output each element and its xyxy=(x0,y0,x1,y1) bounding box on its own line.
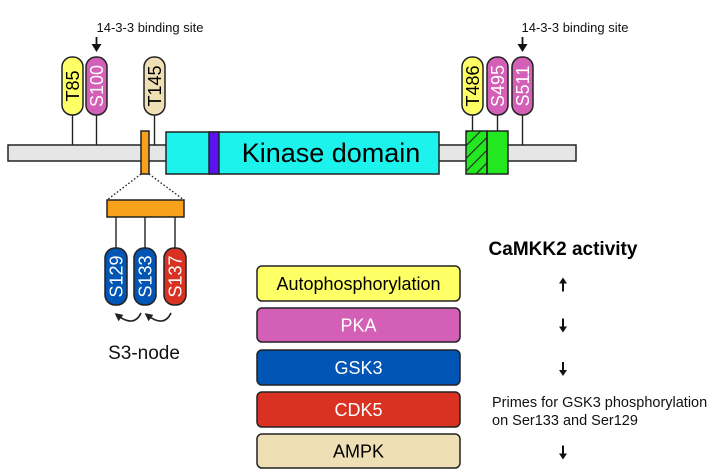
legend-box xyxy=(256,307,461,343)
down-arrow-icon xyxy=(91,37,102,52)
site-pin-s511: S511 xyxy=(511,56,534,116)
site-pin-s129: S129 xyxy=(104,247,128,306)
kinase-domain-label: Kinase domain xyxy=(242,138,421,168)
legend-box xyxy=(256,349,461,386)
legend-box-label: CDK5 xyxy=(334,400,382,420)
site-label: S100 xyxy=(87,65,107,107)
site-pin-s495: S495 xyxy=(486,56,509,116)
site-label: T85 xyxy=(63,70,83,101)
site-pin-s137: S137 xyxy=(163,247,187,306)
site-pin-body xyxy=(61,56,84,116)
site-label: S137 xyxy=(165,255,185,297)
legend-row-autophosphorylation: Autophosphorylation xyxy=(256,265,567,302)
s3-node-label: S3-node xyxy=(108,343,180,364)
legend-box xyxy=(256,265,461,302)
site-pin-s100: S100 xyxy=(85,56,108,116)
legend-row-gsk3: GSK3 xyxy=(256,349,567,386)
site-pin-body xyxy=(104,247,128,306)
activity-arrow-icon xyxy=(559,362,567,376)
legend-row-pka: PKA xyxy=(256,307,567,343)
site-pin-t85: T85 xyxy=(61,56,84,116)
site-pin-body xyxy=(143,56,166,116)
priming-curved-arrow-icon xyxy=(114,312,142,322)
legend-box-label: GSK3 xyxy=(334,358,382,378)
site-pin-t486: T486 xyxy=(461,56,484,116)
s3-region xyxy=(140,130,150,175)
site-stems-top xyxy=(71,115,524,145)
legend-box xyxy=(256,433,461,469)
site-pin-body xyxy=(486,56,509,116)
cdk5-effect-note-line-2: on Ser133 and Ser129 xyxy=(492,413,638,429)
site-label: S495 xyxy=(488,65,508,107)
legend-title: CaMKK2 activity xyxy=(489,239,638,260)
site-label: T486 xyxy=(463,65,483,106)
zoom-line-right xyxy=(148,173,185,201)
site-label: S129 xyxy=(106,255,126,297)
binding-site-label-left: 14-3-3 binding site xyxy=(97,20,204,35)
site-pin-body xyxy=(163,247,187,306)
site-pin-body xyxy=(85,56,108,116)
c-terminal-domain-right-outline xyxy=(486,130,509,175)
activity-arrow-icon xyxy=(559,277,567,292)
down-arrow-icon xyxy=(517,37,528,52)
legend-box-label: Autophosphorylation xyxy=(276,274,440,294)
zoom-line-left xyxy=(106,173,142,201)
binding-site-label-right: 14-3-3 binding site xyxy=(522,20,629,35)
site-pin-body xyxy=(511,56,534,116)
c-terminal-domain-hatched-part xyxy=(466,131,487,174)
activity-arrow-icon xyxy=(559,318,567,333)
s3-node-bar xyxy=(106,199,185,218)
binding-site-annotation-right: 14-3-3 binding site xyxy=(517,20,629,52)
legend-box-label: PKA xyxy=(340,316,376,336)
c-terminal-domain xyxy=(465,130,509,175)
cdk5-effect-note-line-1: Primes for GSK3 phosphorylation xyxy=(492,395,707,411)
site-pin-body xyxy=(133,247,157,306)
site-pin-body xyxy=(461,56,484,116)
binding-site-annotation-left: 14-3-3 binding site xyxy=(91,20,204,52)
site-label: T145 xyxy=(145,65,165,106)
kinase-domain-stripe xyxy=(208,131,220,175)
activity-arrow-icon xyxy=(559,445,567,460)
legend-box-label: AMPK xyxy=(333,442,384,462)
site-label: S133 xyxy=(135,255,155,297)
legend-box xyxy=(256,391,461,428)
s3-node-expansion xyxy=(106,173,185,248)
priming-curved-arrow-icon xyxy=(144,312,172,322)
site-label: S511 xyxy=(513,66,533,107)
legend-row-ampk: AMPK xyxy=(256,433,567,469)
site-pin-s133: S133 xyxy=(133,247,157,306)
site-pin-t145: T145 xyxy=(143,56,166,116)
legend-row-cdk5: CDK5 Primes for GSK3 phosphorylation on … xyxy=(256,391,707,429)
